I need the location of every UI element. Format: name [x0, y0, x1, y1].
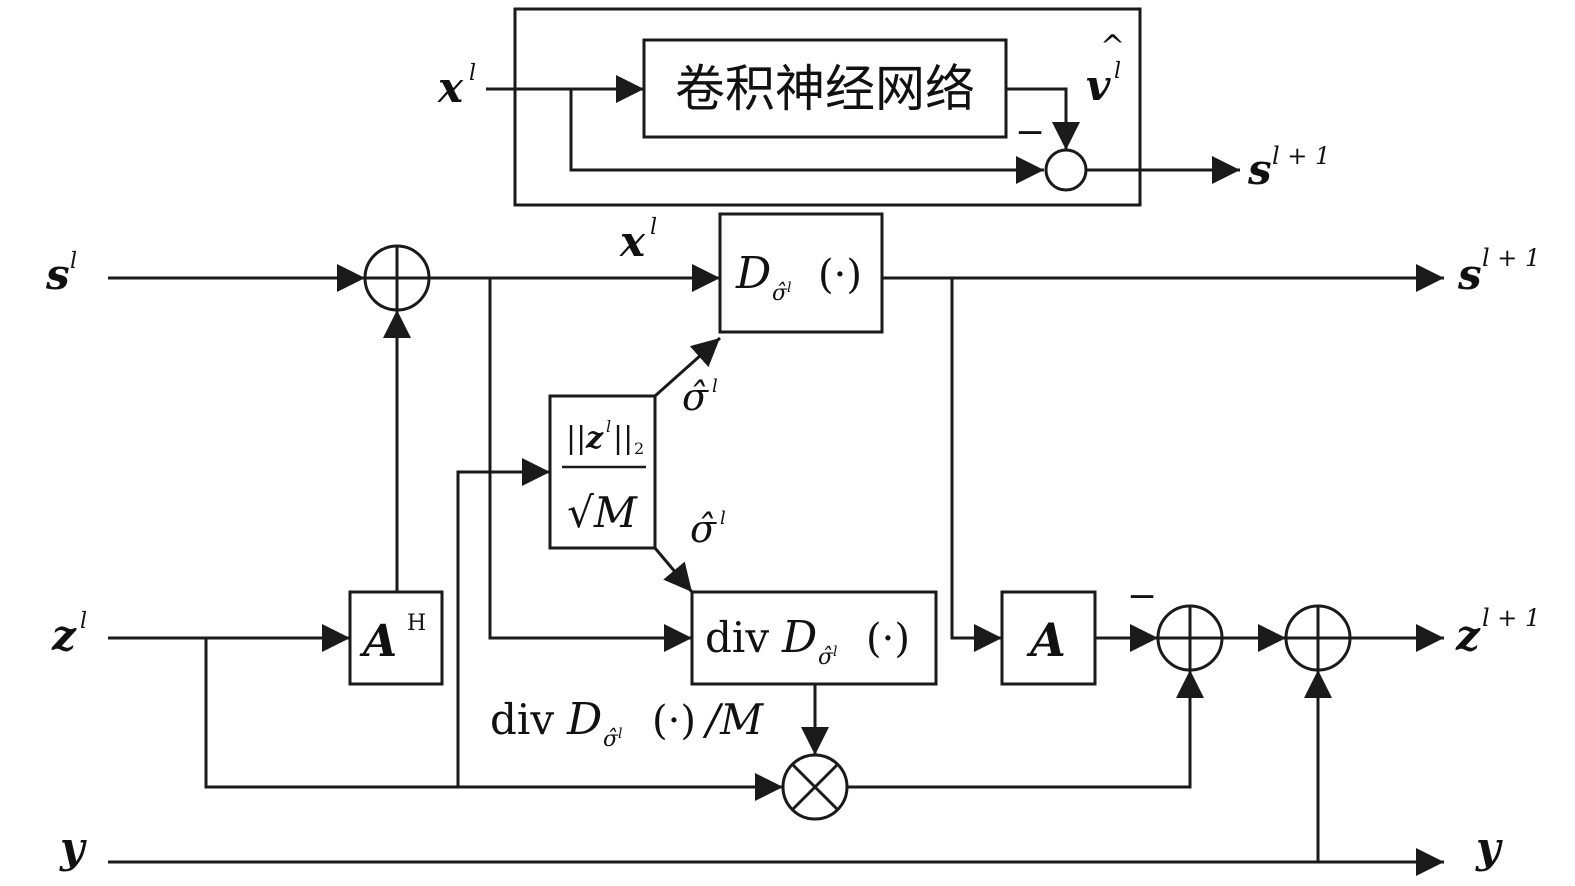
sigma-estimator-label: || z l || 2 √M	[562, 417, 646, 537]
sigma-estimator-box	[548, 394, 657, 550]
sigma-to-divergence-wire	[653, 547, 694, 593]
svg-text:l: l	[70, 249, 77, 274]
svg-text:l + 1: l + 1	[1482, 244, 1540, 272]
denoiser-box	[718, 212, 884, 334]
svg-text:||: ||	[613, 421, 633, 456]
inset-input-label: x l	[437, 61, 476, 112]
s-next-to-a-wire	[950, 278, 1002, 652]
svg-text:A: A	[1026, 613, 1066, 667]
divergence-box	[690, 590, 938, 686]
svg-text:(·): (·)	[866, 616, 910, 662]
inset-output-label: s l + 1	[1247, 142, 1330, 194]
svg-text:√M: √M	[567, 488, 638, 537]
svg-text:l: l	[618, 726, 622, 742]
svg-text:l: l	[606, 417, 611, 436]
svg-text:D: D	[735, 248, 771, 299]
sigma-label-top: σ̂ l	[682, 375, 718, 419]
svg-text:A: A	[359, 616, 397, 667]
svg-text:D: D	[781, 612, 817, 663]
sigma-label-bottom: σ̂ l	[690, 507, 726, 551]
sigma-to-denoiser-wire	[654, 336, 721, 398]
svg-text:div: div	[490, 695, 554, 744]
svg-text:D: D	[566, 694, 602, 745]
svg-text:(·): (·)	[818, 252, 862, 298]
svg-text:(·): (·)	[652, 698, 696, 744]
svg-text:x: x	[619, 217, 646, 266]
z-input-label: z l	[51, 609, 87, 660]
svg-text:H: H	[407, 611, 426, 636]
svg-text:div: div	[705, 613, 769, 662]
svg-text:2: 2	[634, 439, 644, 458]
svg-text:s: s	[45, 250, 70, 299]
svg-text:y: y	[1475, 823, 1503, 872]
svg-text:/M: /M	[702, 695, 764, 744]
svg-text:s: s	[1247, 145, 1272, 194]
svg-text:z: z	[585, 421, 604, 456]
svg-text:v: v	[1086, 61, 1111, 110]
svg-text:l: l	[1114, 59, 1121, 84]
svg-text:l: l	[80, 609, 87, 634]
adder-z2-node	[1284, 604, 1352, 672]
svg-text:l: l	[720, 508, 726, 529]
svg-text:σ̂: σ̂	[818, 645, 834, 670]
z-output-label: z l + 1	[1455, 604, 1540, 660]
divergence-label: div D σ̂ l (·)	[705, 612, 910, 670]
cnn-label: 卷积神经网络	[675, 60, 975, 118]
x-to-divergence-wire	[488, 278, 692, 652]
y-output-label: y	[1475, 823, 1503, 872]
svg-text:^: ^	[1100, 29, 1125, 64]
adder-z1-node	[1156, 604, 1224, 672]
inset-bypass-wire	[569, 89, 1044, 184]
svg-text:z: z	[1455, 611, 1481, 660]
svg-text:l: l	[712, 376, 718, 397]
svg-text:s: s	[1457, 250, 1482, 299]
s-input-label: s l	[45, 249, 77, 299]
svg-text:y: y	[59, 823, 87, 872]
inset-subtract-node	[1044, 148, 1088, 192]
svg-text:σ̂: σ̂	[682, 375, 709, 419]
inset-cnn-output-label: ^ v l	[1086, 29, 1125, 110]
multiplier-to-adder-wire	[847, 670, 1204, 789]
svg-text:l + 1: l + 1	[1272, 142, 1330, 170]
multiplier-node	[781, 753, 849, 821]
z-to-sigma-wire	[456, 458, 550, 787]
svg-text:x: x	[437, 63, 464, 112]
denoiser-label: D σ̂ l (·)	[735, 248, 862, 306]
s-output-label: s l + 1	[1457, 244, 1540, 299]
svg-text:l: l	[787, 280, 791, 296]
divergence-scaled-label: div D σ̂ l (·) /M	[490, 694, 764, 752]
svg-text:l: l	[833, 644, 837, 660]
adder-minus-sign: −	[1127, 576, 1157, 617]
inset-minus-sign: −	[1015, 112, 1045, 153]
y-input-label: y	[59, 823, 87, 872]
a-hermitian-label: A H	[359, 611, 426, 667]
svg-text:z: z	[51, 611, 77, 660]
a-matrix-label: A	[1026, 613, 1066, 667]
cnn-output-wire	[1006, 87, 1080, 150]
adder-s-node	[363, 244, 431, 312]
svg-text:||: ||	[566, 421, 586, 456]
cnn-box	[642, 38, 1008, 139]
svg-text:σ̂: σ̂	[690, 507, 717, 551]
z-bypass-wire	[204, 638, 783, 801]
svg-text:l: l	[469, 61, 476, 86]
a-matrix-box	[1000, 590, 1097, 686]
svg-text:l: l	[650, 215, 657, 240]
a-hermitian-box	[348, 590, 444, 686]
svg-text:σ̂: σ̂	[603, 727, 619, 752]
svg-text:σ̂: σ̂	[772, 281, 788, 306]
x-label: x l	[619, 215, 657, 266]
svg-text:l + 1: l + 1	[1482, 604, 1540, 632]
